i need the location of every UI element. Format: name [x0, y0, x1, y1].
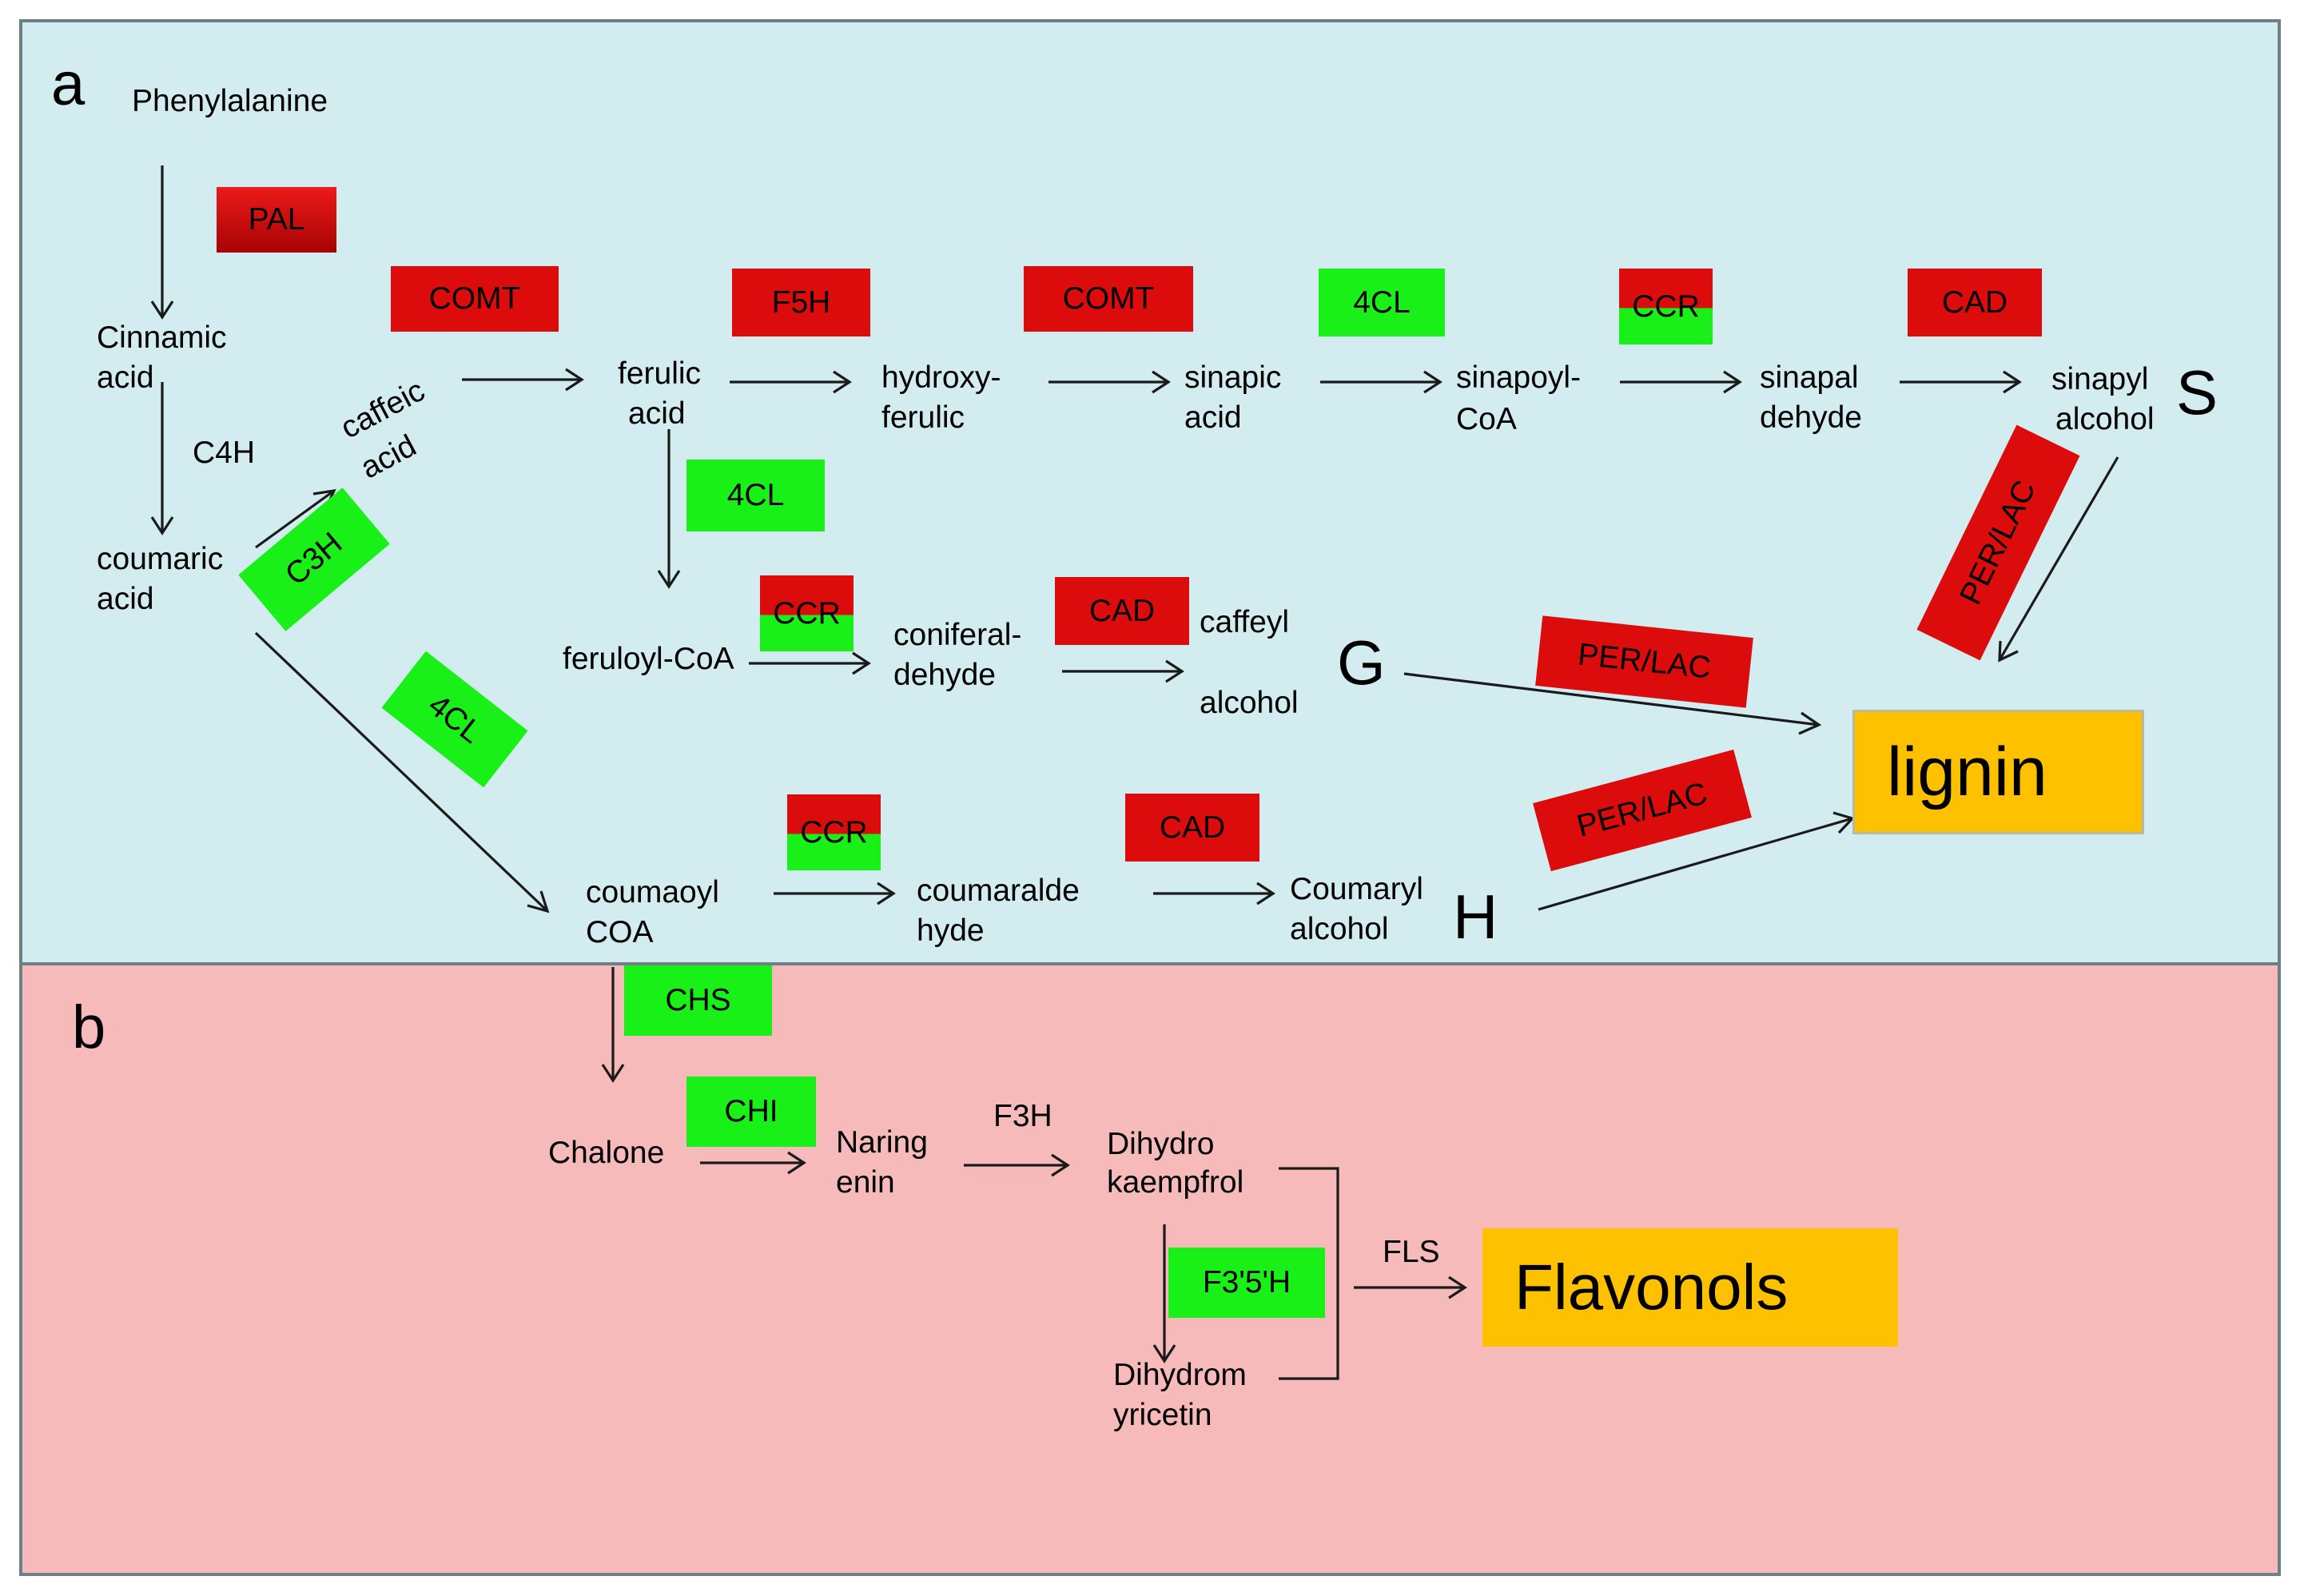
arrowhead	[1256, 882, 1275, 905]
molecule-caffeyl: caffeyl	[1200, 605, 1290, 639]
subunit-letter-h: H	[1453, 882, 1498, 952]
arrowhead	[1798, 711, 1822, 735]
molecule-dihydromyricetin-line2: yricetin	[1113, 1398, 1212, 1432]
arrow-coumaric-to-coumaoyl	[254, 631, 549, 913]
molecule-feruloyl-coa: feruloyl-CoA	[563, 642, 734, 676]
enzyme-chs: CHS	[624, 965, 772, 1036]
enzyme-f35h: F3'5'H	[1168, 1248, 1325, 1318]
molecule-coumaoyl-coa-line2: COA	[586, 915, 654, 949]
arrowhead	[527, 890, 550, 913]
arrowhead	[1051, 1153, 1070, 1177]
arrowhead	[1152, 370, 1171, 394]
molecule-naringenin: Naring	[836, 1125, 928, 1160]
bracket	[1279, 1167, 1339, 1380]
molecule-coumaric-acid-line2: acid	[97, 582, 154, 616]
molecule-ferulic-acid-line2: acid	[628, 396, 686, 431]
molecule-coumaoyl-coa: coumaoyl	[586, 875, 719, 909]
molecule-coniferaldehyde-line2: dehyde	[893, 658, 996, 692]
molecule-cinnamic-acid-line2: acid	[97, 360, 154, 395]
molecule-coumaraldehyde-line2: hyde	[917, 913, 985, 948]
arrowhead	[657, 570, 681, 589]
molecule-cinnamic-acid: Cinnamic	[97, 320, 227, 355]
molecule-naringenin-line2: enin	[836, 1165, 895, 1200]
arrowhead	[2003, 370, 2022, 394]
product-flavonols: Flavonols	[1482, 1228, 1898, 1347]
molecule-hydroxyferulic-acid-line2: ferulic	[881, 400, 965, 435]
enzyme-ccr-2: CCR	[760, 575, 854, 651]
molecule-sinapyl-alcohol: sinapyl	[2051, 362, 2149, 396]
molecule-sinapaldehyde: sinapal	[1760, 360, 1859, 395]
arrowhead	[1998, 640, 2019, 663]
arrowhead	[877, 882, 896, 905]
molecule-dihydromyricetin: Dihydrom	[1113, 1358, 1247, 1392]
label-f3h: F3H	[993, 1099, 1053, 1133]
subunit-letter-g: G	[1337, 627, 1386, 698]
arrowhead	[1448, 1276, 1467, 1299]
molecule-caffeyl-alcohol: alcohol	[1200, 686, 1299, 720]
molecule-phenylalanine: Phenylalanine	[132, 84, 328, 118]
arrow-coumaric-to-caffeic	[255, 489, 335, 549]
enzyme-4cl-2: 4CL	[686, 460, 825, 531]
molecule-ferulic-acid: ferulic	[618, 356, 702, 391]
enzyme-4cl-1: 4CL	[1319, 269, 1445, 336]
enzyme-cad-2: CAD	[1055, 577, 1189, 645]
molecule-coniferaldehyde: coniferal-	[893, 618, 1022, 652]
subunit-letter-s: S	[2176, 357, 2218, 428]
enzyme-ccr-3: CCR	[787, 794, 881, 870]
panel-b-flavonol-pathway	[19, 962, 2281, 1576]
panel-label-a: a	[51, 50, 86, 118]
arrowhead	[150, 516, 174, 535]
arrow-sinapyl-to-lignin	[1998, 456, 2119, 661]
enzyme-comt-1: COMT	[391, 266, 559, 332]
arrow-group	[150, 165, 2119, 1380]
arrow-g-to-lignin	[1403, 672, 1820, 726]
molecule-dihydrokaempferol-line2: kaempfrol	[1107, 1165, 1244, 1200]
label-fls: FLS	[1383, 1235, 1440, 1269]
enzyme-comt-2: COMT	[1024, 266, 1193, 332]
molecule-coumaryl-alcohol: Coumaryl	[1290, 872, 1423, 906]
molecule-sinapoyl-coa-line2: CoA	[1456, 402, 1517, 436]
enzyme-cad-3: CAD	[1125, 794, 1259, 862]
molecule-sinapic-acid: sinapic	[1184, 360, 1282, 395]
panel-label-b: b	[72, 993, 106, 1061]
enzyme-ccr-1: CCR	[1619, 269, 1713, 344]
molecule-coumaraldehyde: coumaralde	[917, 874, 1080, 908]
enzyme-cad-1: CAD	[1908, 269, 2042, 336]
molecule-coumaryl-alcohol-line2: alcohol	[1290, 912, 1389, 946]
arrowhead	[1152, 1344, 1176, 1363]
molecule-coumaric-acid: coumaric	[97, 542, 224, 576]
arrowhead	[150, 300, 174, 320]
enzyme-f5h: F5H	[732, 269, 870, 336]
molecule-sinapic-acid-line2: acid	[1184, 400, 1242, 435]
molecule-sinapaldehyde-line2: dehyde	[1760, 400, 1862, 435]
molecule-hydroxyferulic-acid: hydroxy-	[881, 360, 1001, 395]
arrowhead	[833, 370, 852, 394]
arrowhead	[1423, 370, 1442, 394]
arrowhead	[1723, 370, 1742, 394]
product-lignin: lignin	[1852, 710, 2144, 834]
molecule-sinapyl-alcohol-line2: alcohol	[2055, 402, 2155, 436]
label-c4h: C4H	[193, 436, 256, 470]
arrowhead	[852, 651, 871, 675]
molecule-chalone: Chalone	[548, 1136, 665, 1170]
enzyme-pal: PAL	[217, 187, 336, 253]
arrow-h-to-lignin	[1538, 817, 1853, 911]
arrowhead	[601, 1064, 625, 1083]
enzyme-chi: CHI	[686, 1077, 816, 1147]
arrowhead	[565, 368, 584, 392]
molecule-dihydrokaempferol: Dihydro	[1107, 1127, 1215, 1161]
arrowhead	[1165, 659, 1184, 683]
molecule-sinapoyl-coa: sinapoyl-	[1456, 360, 1582, 395]
arrowhead	[787, 1151, 806, 1175]
